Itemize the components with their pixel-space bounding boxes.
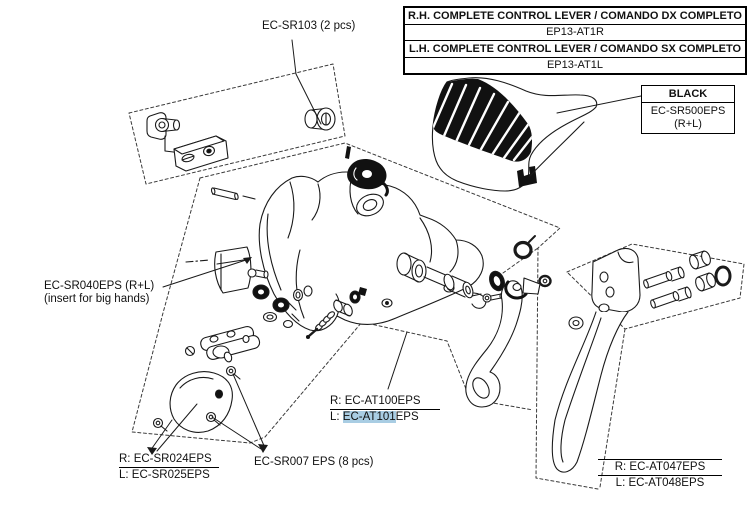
rubber-hood (431, 77, 598, 192)
hood-part-code: EC-SR500EPS (650, 105, 726, 117)
lh-lever-code: EP13-AT1L (546, 59, 604, 71)
small-pin (210, 187, 256, 201)
label-at047: R: EC-AT047EPS L: EC-AT048EPS (598, 459, 722, 490)
lever-body (258, 171, 484, 332)
cover-plate (152, 365, 241, 433)
mode-button-knob (304, 107, 336, 131)
hood-part-variant: (R+L) (674, 118, 702, 130)
label-at101-highlighted-text: EC-AT101 (342, 411, 396, 423)
brake-lever-blade (551, 247, 641, 473)
band-clamp-parts (146, 112, 229, 172)
label-at101-prefix: L: (330, 411, 343, 423)
lever-id-table: R.H. COMPLETE CONTROL LEVER / COMANDO DX… (403, 6, 747, 75)
label-at101-left: L: EC-AT101EPS (330, 411, 440, 424)
label-at048-left: L: EC-AT048EPS (615, 477, 705, 489)
label-sr024: R: EC-SR024EPS L: EC-SR025EPS (119, 453, 219, 482)
label-sr040: EC-SR040EPS (R+L) (insert for big hands) (44, 280, 154, 306)
label-sr025-left: L: EC-SR025EPS (119, 469, 210, 481)
gasket-plates (184, 326, 261, 363)
label-sr103: EC-SR103 (2 pcs) (262, 20, 356, 32)
cover-screws (152, 365, 241, 432)
rh-lever-title: R.H. COMPLETE CONTROL LEVER / COMANDO DX… (405, 8, 745, 25)
thumb-shifter (345, 146, 389, 197)
grommets-washers (252, 284, 294, 329)
hood-color-title: BLACK (642, 86, 734, 103)
leader-lines (147, 39, 642, 455)
label-at100: R: EC-AT100EPS L: EC-AT101EPS (330, 395, 440, 424)
label-sr024-right: R: EC-SR024EPS (119, 453, 219, 468)
shift-paddle (465, 277, 541, 408)
hood-color-box: BLACK EC-SR500EPS (R+L) (641, 85, 735, 134)
small-hardware-cluster (292, 285, 367, 340)
insert-plate (185, 246, 269, 294)
lh-lever-title: L.H. COMPLETE CONTROL LEVER / COMANDO SX… (405, 41, 745, 58)
rh-lever-code: EP13-AT1R (405, 25, 745, 41)
label-at100-right: R: EC-AT100EPS (330, 395, 440, 410)
label-sr007: EC-SR007 EPS (8 pcs) (254, 456, 374, 468)
label-at047-right: R: EC-AT047EPS (598, 459, 722, 476)
label-at101-suffix: EPS (395, 411, 419, 423)
pivot-pins (643, 250, 732, 309)
label-sr040-code: EC-SR040EPS (R+L) (44, 280, 155, 292)
label-sr040-note: (insert for big hands) (44, 293, 150, 305)
clamp-bolt-axle (396, 235, 552, 309)
